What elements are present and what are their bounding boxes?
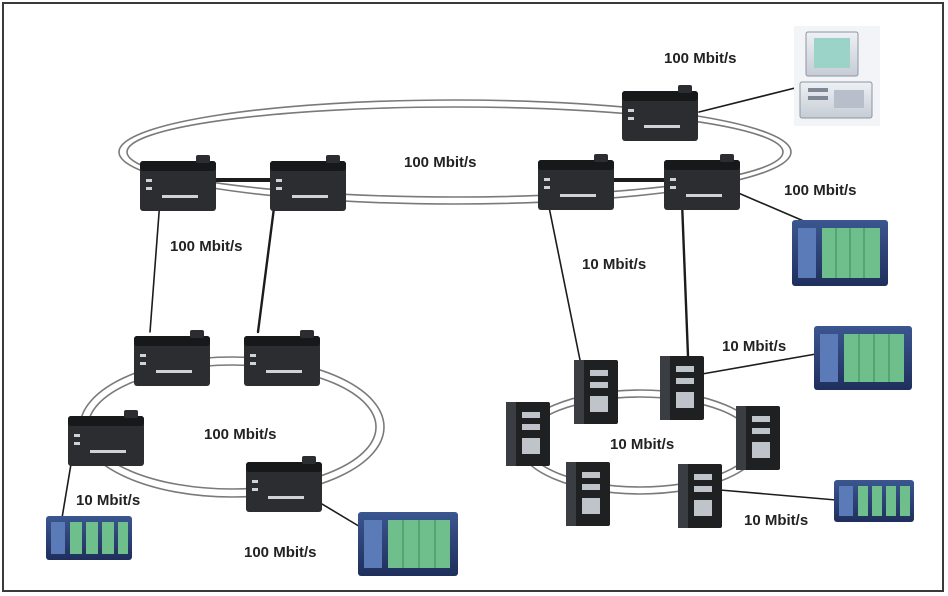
module-bottom-right-1	[574, 360, 618, 424]
io-station-right-top-ring	[792, 220, 888, 286]
label-left-uplink: 100 Mbit/s	[170, 238, 243, 255]
label-top-ring-pc: 100 Mbit/s	[664, 50, 737, 67]
label-bottom-left-io2: 100 Mbit/s	[244, 544, 317, 561]
top-ring	[118, 99, 792, 205]
switch-bottom-left-2	[244, 330, 320, 386]
switch-top-ring-left-1	[140, 155, 216, 211]
module-bottom-right-6	[678, 464, 722, 528]
switch-top-ring-left-2	[270, 155, 346, 211]
io-station-bottom-center	[358, 512, 458, 576]
label-top-ring-center: 100 Mbit/s	[404, 154, 477, 171]
label-bottom-right-ring: 10 Mbit/s	[610, 436, 675, 453]
switch-bottom-left-3	[68, 410, 144, 466]
link-lines	[61, 87, 837, 529]
pc-workstation	[794, 26, 880, 126]
switch-bottom-left-1	[134, 330, 210, 386]
module-bottom-right-4	[736, 406, 780, 470]
label-right-uplink: 10 Mbit/s	[582, 256, 647, 273]
label-bottom-left-io: 10 Mbit/s	[76, 492, 141, 509]
switch-top-ring-pc	[622, 85, 698, 141]
io-station-bottom-left	[46, 516, 132, 560]
label-bottom-right-io-top: 10 Mbit/s	[722, 338, 787, 355]
label-bottom-left-ring: 100 Mbit/s	[204, 426, 277, 443]
module-bottom-right-3	[506, 402, 550, 466]
switch-bottom-left-4	[246, 456, 322, 512]
switch-top-ring-right-1	[538, 154, 614, 210]
io-station-right-bottom	[834, 480, 914, 522]
module-bottom-right-2	[660, 356, 704, 420]
label-top-ring-right-io: 100 Mbit/s	[784, 182, 857, 199]
label-bottom-right-io-bottom: 10 Mbit/s	[744, 512, 809, 529]
module-bottom-right-5	[566, 462, 610, 526]
switch-top-ring-right-2	[664, 154, 740, 210]
io-station-right-10mbit	[814, 326, 912, 390]
